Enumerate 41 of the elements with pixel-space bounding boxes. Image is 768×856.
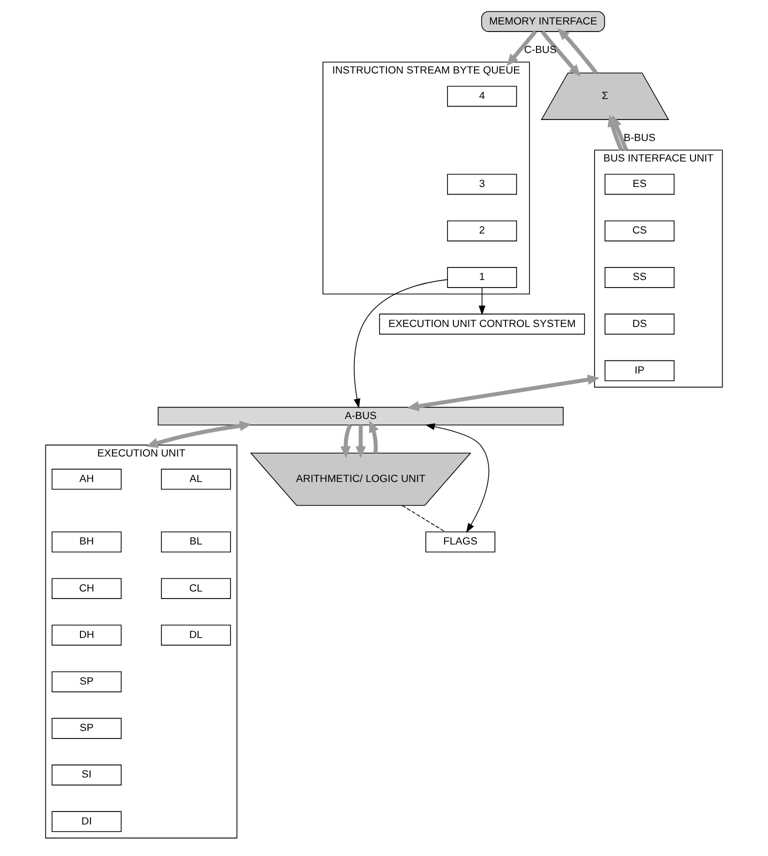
arrow bbox=[608, 114, 624, 151]
node-box: A-BUS bbox=[158, 406, 564, 426]
node-box: CS bbox=[604, 220, 675, 242]
arrow bbox=[612, 115, 628, 151]
edge-label: B-BUS bbox=[624, 132, 656, 144]
node-box: 3 bbox=[447, 174, 518, 195]
node-box: MEMORY INTERFACE bbox=[481, 11, 606, 32]
arrow bbox=[146, 420, 252, 448]
node-box: BL bbox=[160, 531, 231, 552]
arrow bbox=[558, 28, 598, 74]
arrow bbox=[425, 423, 490, 533]
connector bbox=[402, 505, 446, 532]
node-box: 4 bbox=[447, 86, 518, 107]
arrow bbox=[506, 30, 537, 66]
node-box: DL bbox=[160, 624, 231, 646]
node-box: ES bbox=[604, 174, 675, 195]
node-box: FLAGS bbox=[425, 531, 496, 552]
node-box: 1 bbox=[447, 267, 518, 288]
arrow bbox=[369, 420, 379, 454]
arrow bbox=[478, 287, 486, 316]
node-box: SP bbox=[52, 718, 122, 739]
node-box: AL bbox=[160, 468, 231, 490]
node-box: CL bbox=[160, 578, 231, 599]
node-box: EXECUTION UNIT CONTROL SYSTEM bbox=[379, 314, 585, 335]
arrow bbox=[540, 30, 581, 76]
arrow bbox=[356, 424, 366, 458]
node-box: DH bbox=[52, 624, 122, 646]
node-box: AH bbox=[52, 468, 122, 490]
node-box: 2 bbox=[447, 220, 518, 242]
arrow bbox=[407, 374, 600, 412]
arrow bbox=[340, 424, 352, 458]
node-box: SP bbox=[52, 671, 122, 692]
node-box: SI bbox=[52, 764, 122, 786]
node-box: CH bbox=[52, 578, 122, 599]
arrow bbox=[354, 279, 448, 408]
edge-label: C-BUS bbox=[524, 44, 557, 56]
node-box: SS bbox=[604, 267, 675, 288]
node-box: IP bbox=[604, 360, 675, 382]
node-box: DI bbox=[52, 811, 122, 832]
node-box: DS bbox=[604, 314, 675, 335]
node-box: BH bbox=[52, 531, 122, 552]
